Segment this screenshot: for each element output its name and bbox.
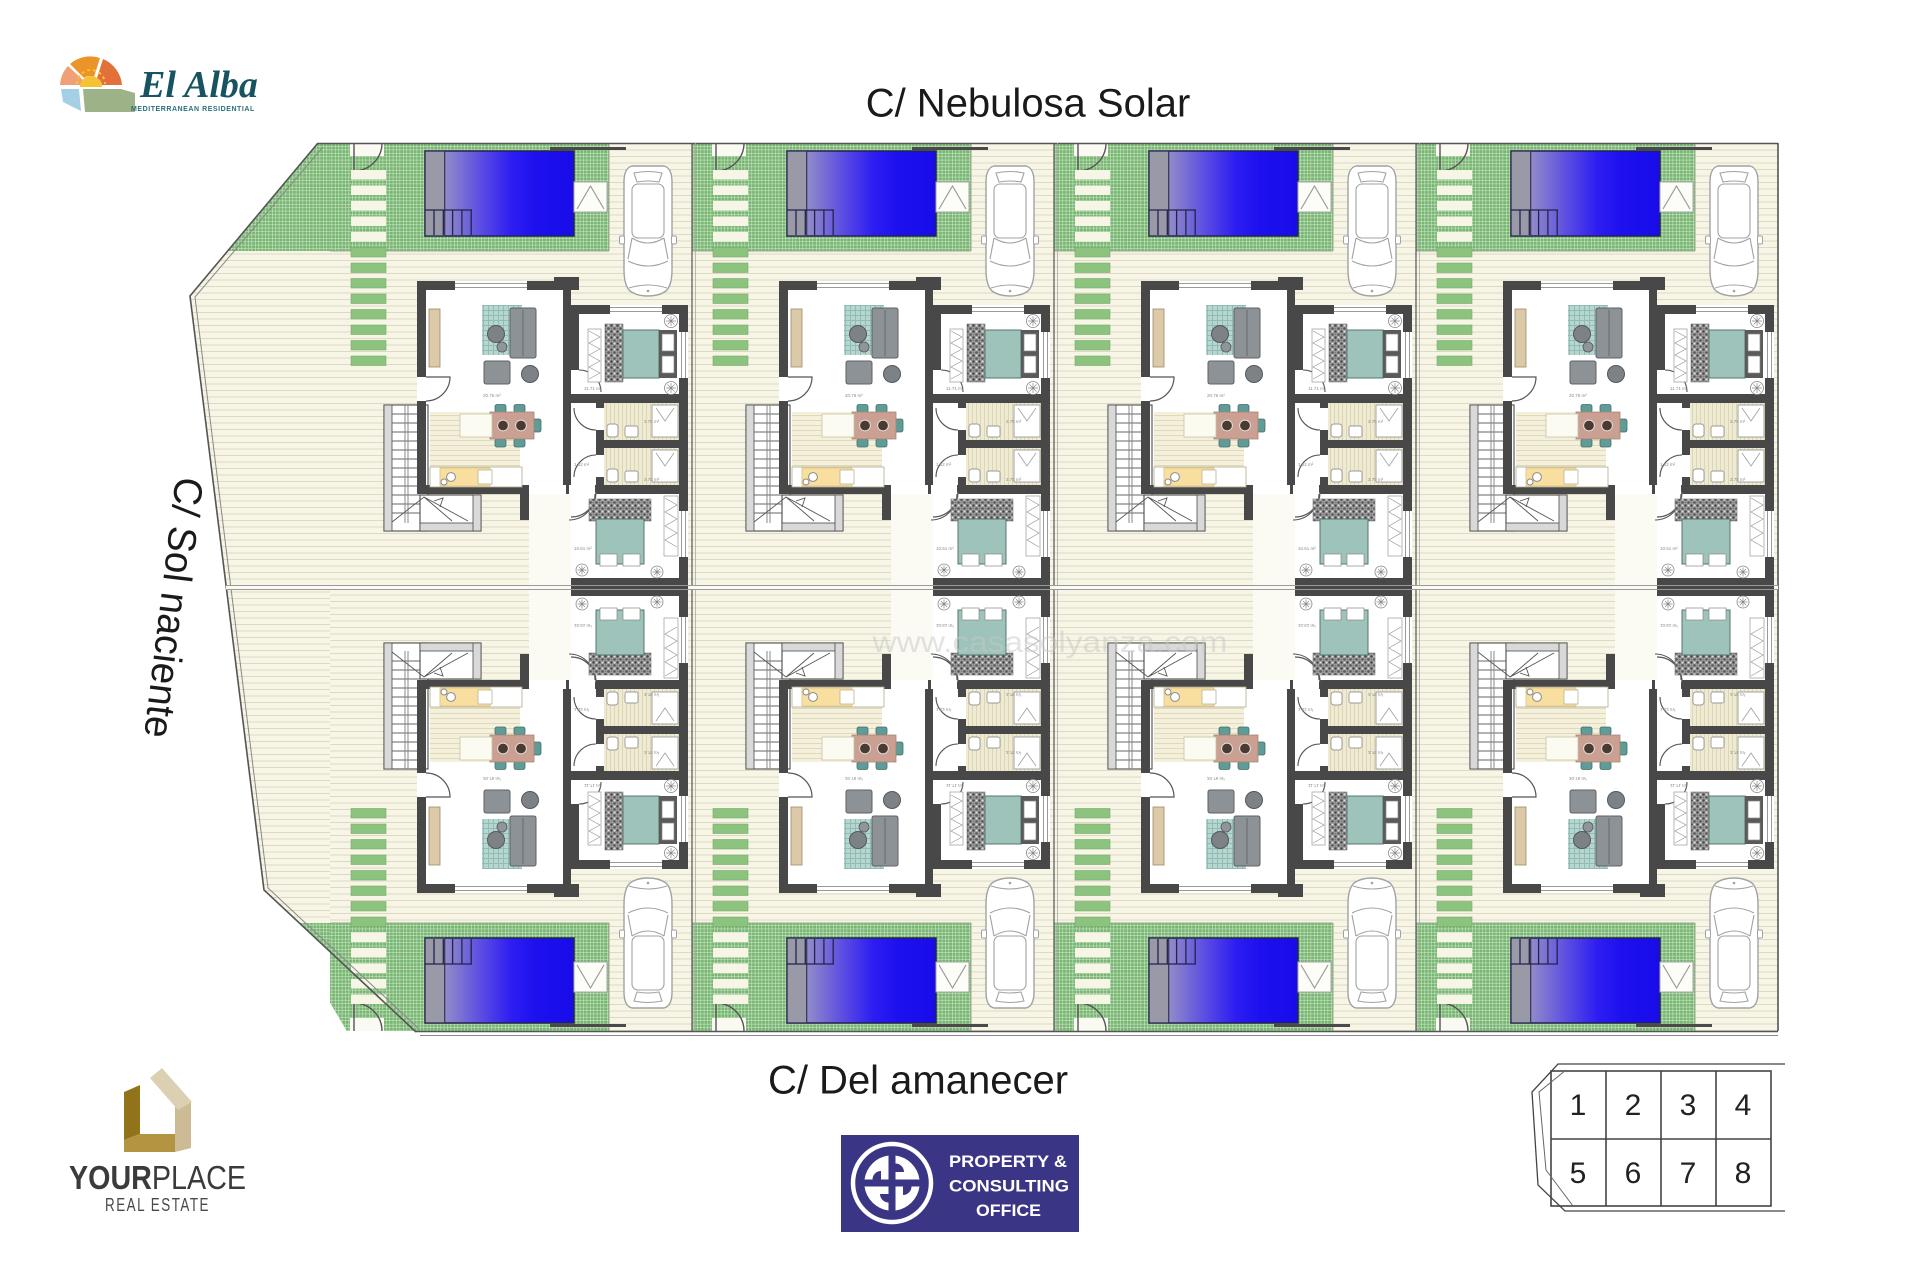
svg-text:7: 7 — [1680, 1157, 1697, 1190]
svg-text:2: 2 — [1625, 1089, 1642, 1122]
svg-text:C/ Nebulosa Solar: C/ Nebulosa Solar — [866, 82, 1191, 126]
svg-text:8: 8 — [1735, 1157, 1752, 1190]
svg-text:El Alba: El Alba — [139, 64, 258, 106]
svg-text:MEDITERRANEAN RESIDENTIAL: MEDITERRANEAN RESIDENTIAL — [131, 106, 255, 113]
svg-text:www.casasolyanza.com: www.casasolyanza.com — [871, 626, 1227, 659]
svg-text:OFFICE: OFFICE — [976, 1201, 1041, 1220]
svg-text:CONSULTING: CONSULTING — [949, 1177, 1069, 1196]
svg-text:YOURPLACE: YOURPLACE — [69, 1159, 246, 1196]
svg-text:C/ Del amanecer: C/ Del amanecer — [768, 1059, 1068, 1103]
svg-text:1: 1 — [1570, 1089, 1587, 1122]
svg-text:4: 4 — [1735, 1089, 1752, 1122]
svg-text:PROPERTY &: PROPERTY & — [949, 1152, 1067, 1171]
svg-text:5: 5 — [1570, 1157, 1587, 1190]
svg-text:REAL ESTATE: REAL ESTATE — [105, 1195, 210, 1215]
svg-text:6: 6 — [1625, 1157, 1642, 1190]
svg-text:3: 3 — [1680, 1089, 1697, 1122]
